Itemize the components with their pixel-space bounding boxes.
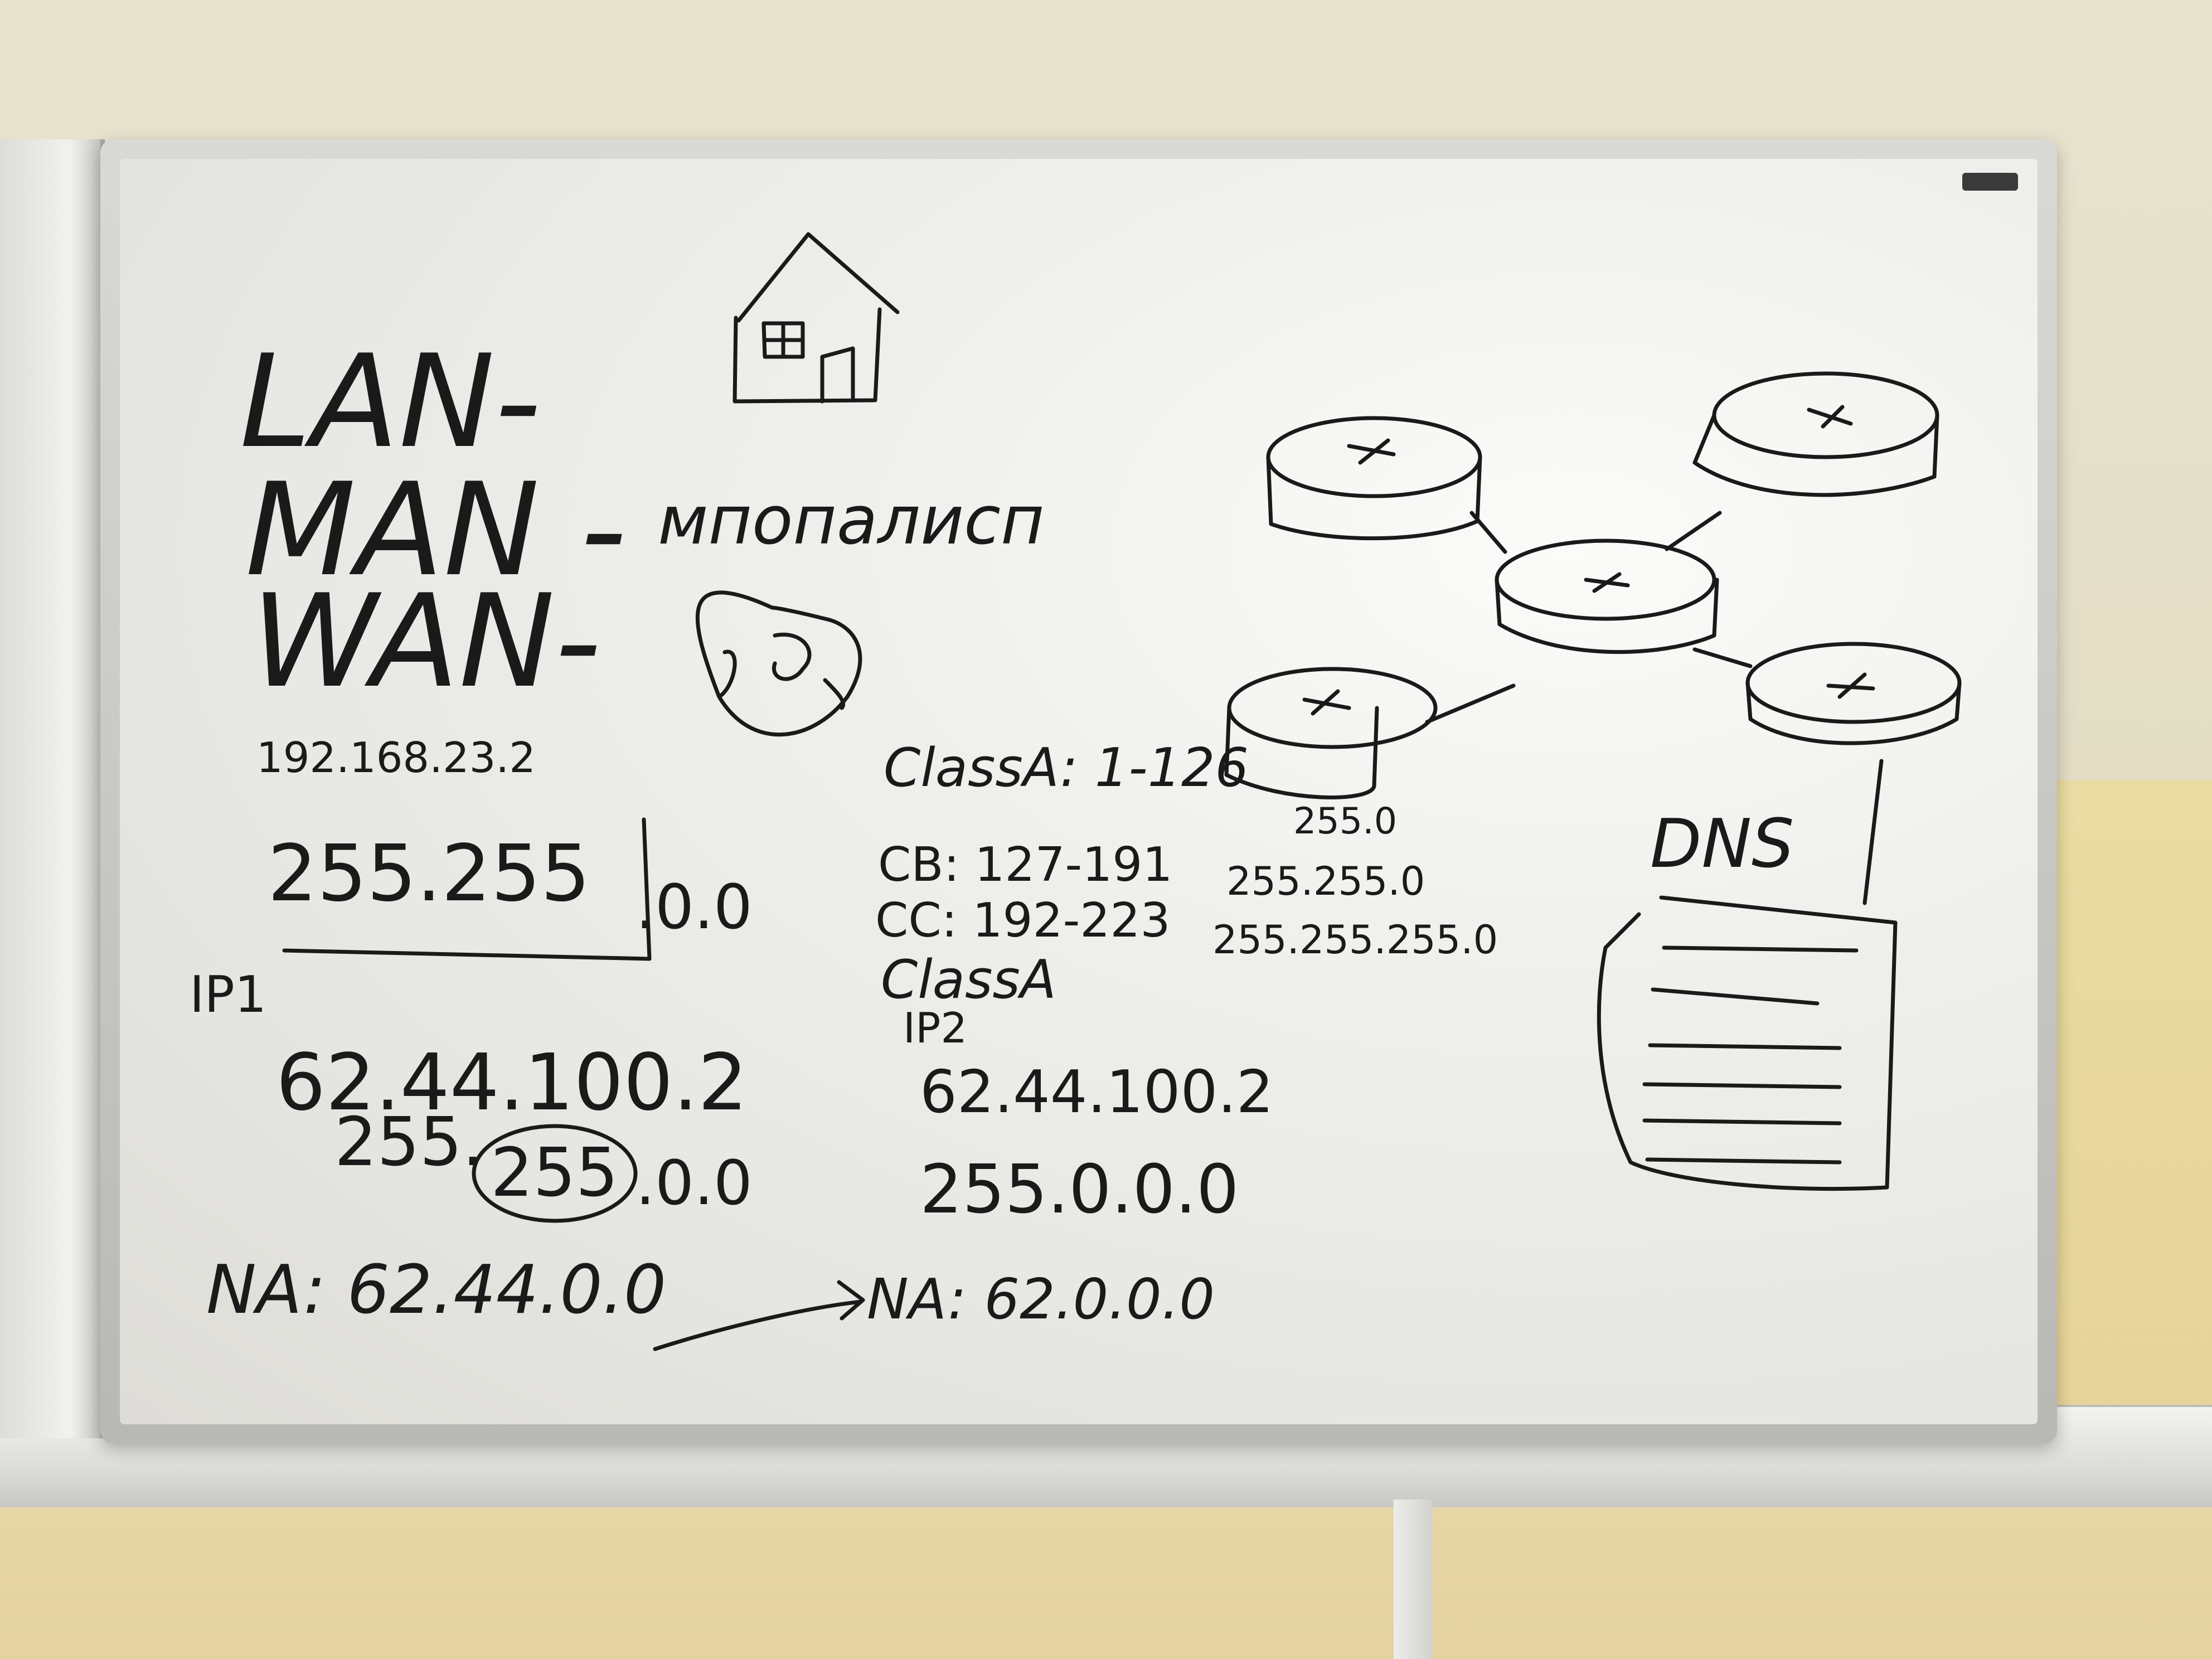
- class-c-range: CC: 192-223: [875, 893, 1171, 948]
- ip2-label: IP2: [903, 1003, 967, 1052]
- class-a-range: ClassA: 1-126: [884, 738, 1249, 799]
- house-sketch: [733, 232, 900, 404]
- router-3: [1495, 539, 1719, 654]
- dns-label: DNS: [1650, 806, 1794, 883]
- ip-example: 192.168.23.2: [256, 733, 536, 782]
- class-a-heading: ClassA: [881, 949, 1056, 1011]
- adjacent-board-edge: [0, 139, 105, 1438]
- man-note: мпопалисп: [658, 482, 1045, 560]
- mask2-circled: 255: [491, 1134, 618, 1212]
- mask3: 255.0.0.0: [920, 1151, 1239, 1229]
- class-c-mask: 255.255.255.0: [1212, 917, 1498, 963]
- wall-yellow-panel: [2035, 780, 2212, 1436]
- class-b-mask: 255.255.0: [1226, 858, 1425, 904]
- router-4: [1745, 642, 1962, 745]
- class-b-range: CB: 127-191: [878, 837, 1172, 892]
- circled-octet: [472, 1124, 638, 1223]
- lan-label: LAN-: [240, 328, 541, 477]
- router-1: [1266, 416, 1482, 541]
- na2: NA: 62.0.0.0: [867, 1267, 1215, 1332]
- dns-server-sketch: [1597, 895, 1898, 1191]
- mask1-left: 255.255: [268, 828, 590, 919]
- na1: NA: 62.44.0.0: [206, 1251, 666, 1329]
- mask-underline-box: [282, 817, 652, 961]
- mask2-right: .0.0: [636, 1147, 753, 1219]
- router-links: [1425, 511, 1884, 905]
- class-a-mask: 255.0: [1293, 801, 1397, 842]
- whiteboard-surface: [120, 159, 2038, 1424]
- mask1-right: .0.0: [636, 871, 753, 943]
- ip2-value: 62.44.100.2: [920, 1058, 1274, 1126]
- eraser: [1962, 173, 2018, 191]
- globe-sketch: [695, 590, 862, 737]
- man-label: MAN -: [245, 456, 627, 605]
- ip1-label: IP1: [190, 966, 266, 1024]
- rail-post: [1394, 1500, 1433, 1659]
- router-2: [1692, 371, 1939, 497]
- wan-label: WAN-: [251, 567, 601, 716]
- ip1-value: 62.44.100.2: [276, 1037, 748, 1128]
- mask2-left: 255.: [334, 1104, 483, 1181]
- arrow: [653, 1280, 865, 1351]
- router-5: [1224, 667, 1438, 799]
